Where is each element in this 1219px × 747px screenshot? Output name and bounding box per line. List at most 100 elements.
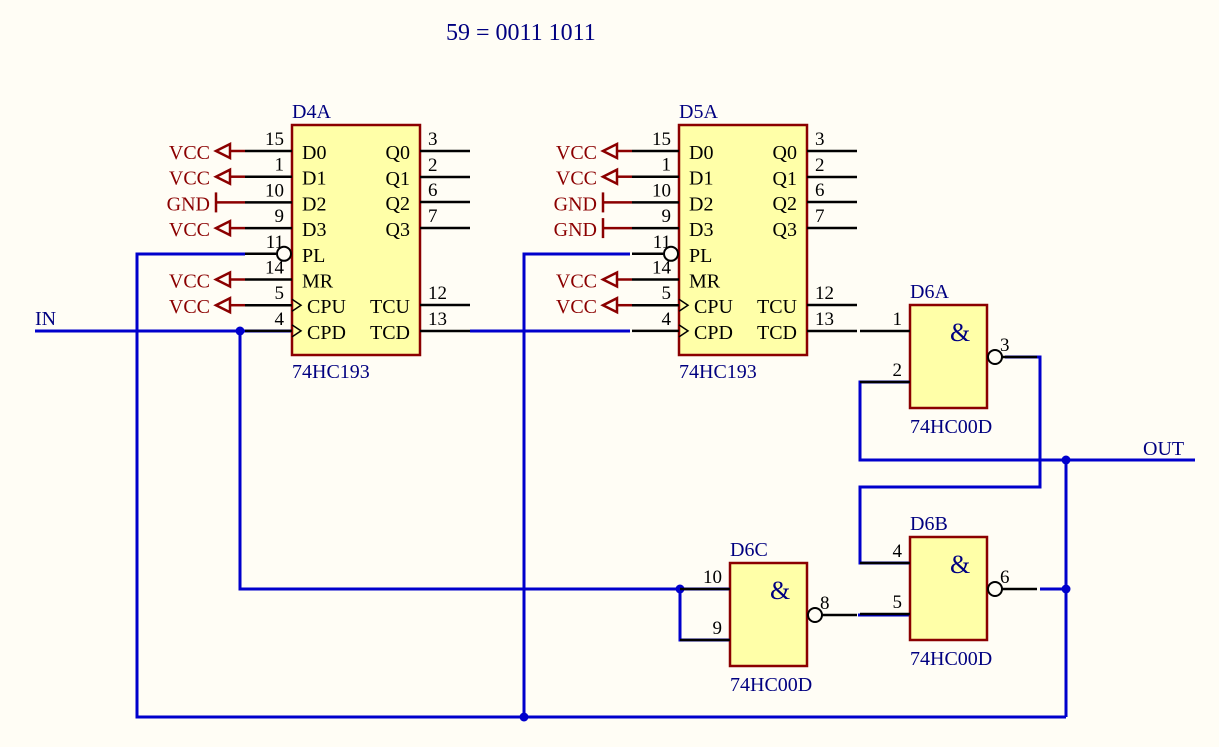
counter-part: 74HC193 xyxy=(292,361,370,383)
pin-number: 6 xyxy=(815,180,825,201)
vcc-arrow-icon xyxy=(600,270,619,289)
pin-number: 15 xyxy=(652,129,671,150)
counter-d4a: D4A74HC19315D0VCC1D1VCC10D2GND9D3VCC11PL… xyxy=(167,101,470,383)
pin-number: 8 xyxy=(820,593,830,614)
gate-body xyxy=(908,535,989,642)
pin-name: Q0 xyxy=(386,142,410,164)
pin-number: 2 xyxy=(428,155,438,176)
pin-name: TCD xyxy=(370,322,410,344)
gate-ref: D6C xyxy=(730,539,768,561)
pin-name: MR xyxy=(689,271,721,293)
gnd-label: GND xyxy=(554,219,597,241)
pin-name: CPD xyxy=(694,322,733,344)
pin-number: 6 xyxy=(428,180,438,201)
junction-dot xyxy=(1061,455,1071,465)
pin-name: TCU xyxy=(757,296,798,318)
counter-ref: D4A xyxy=(292,101,331,123)
clock-triangle-icon xyxy=(678,324,690,338)
pin-number: 4 xyxy=(893,541,903,562)
pin-name: D1 xyxy=(302,168,326,190)
gate-body xyxy=(728,561,809,668)
pin-name: TCU xyxy=(370,296,411,318)
junction-dot xyxy=(1061,584,1071,594)
pin-number: 9 xyxy=(713,618,723,639)
pin-number: 11 xyxy=(653,232,671,253)
vcc-arrow-icon xyxy=(213,270,232,289)
vcc-label: VCC xyxy=(556,296,597,318)
pin-name: D0 xyxy=(302,142,326,164)
gate-part: 74HC00D xyxy=(910,416,992,438)
vcc-arrow-icon xyxy=(600,141,619,161)
gate-ref: D6B xyxy=(910,513,948,535)
nand-symbol: & xyxy=(770,576,790,605)
vcc-label: VCC xyxy=(556,271,597,293)
junction-dot xyxy=(519,712,529,722)
wire-in-to-d6c xyxy=(238,331,730,591)
pin-number: 9 xyxy=(662,206,672,227)
vcc-label: VCC xyxy=(169,271,210,293)
pin-name: Q1 xyxy=(773,168,797,190)
pin-number: 14 xyxy=(652,258,672,279)
junction-dot xyxy=(235,326,245,336)
pin-number: 2 xyxy=(893,360,903,381)
pin-number: 3 xyxy=(1000,335,1010,356)
pin-number: 7 xyxy=(428,206,438,227)
vcc-arrow-icon xyxy=(213,167,232,186)
clock-triangle-icon xyxy=(291,298,303,312)
pin-name: Q1 xyxy=(386,168,410,190)
pin-number: 3 xyxy=(815,129,825,150)
gnd-label: GND xyxy=(554,193,597,215)
pin-name: Q0 xyxy=(773,142,797,164)
pin-number: 5 xyxy=(893,592,903,613)
pin-number: 4 xyxy=(275,309,285,330)
counter-body xyxy=(290,123,422,357)
vcc-label: VCC xyxy=(169,296,210,318)
pin-name: D1 xyxy=(689,168,713,190)
vcc-arrow-icon xyxy=(600,296,619,315)
pin-number: 6 xyxy=(1000,567,1010,588)
vcc-label: VCC xyxy=(556,142,597,164)
counter-body xyxy=(677,123,809,357)
vcc-arrow-icon xyxy=(213,141,232,161)
gate-d6b: D6B 74HC00D & 4 5 6 xyxy=(860,513,1037,670)
pin-name: D2 xyxy=(689,193,713,215)
pin-number: 10 xyxy=(265,180,284,201)
wire-d4a-pl xyxy=(135,252,1066,719)
pin-name: CPU xyxy=(694,296,733,318)
vcc-label: VCC xyxy=(169,219,210,241)
gate-part: 74HC00D xyxy=(910,648,992,670)
pin-number: 5 xyxy=(275,283,285,304)
pin-number: 3 xyxy=(428,129,438,150)
pin-name: PL xyxy=(689,245,712,267)
pin-name: D3 xyxy=(689,219,713,241)
pin-number: 9 xyxy=(275,206,285,227)
pin-name: Q3 xyxy=(386,219,410,241)
pin-name: MR xyxy=(302,271,334,293)
pin-number: 14 xyxy=(265,258,285,279)
pin-name: TCD xyxy=(757,322,797,344)
gnd-label: GND xyxy=(167,193,210,215)
vcc-label: VCC xyxy=(169,168,210,190)
pin-name: Q2 xyxy=(773,193,797,215)
inversion-bubble xyxy=(276,245,292,262)
pin-number: 1 xyxy=(893,309,903,330)
net-label-in: IN xyxy=(35,308,56,330)
clock-triangle-icon xyxy=(678,298,690,312)
pin-number: 10 xyxy=(652,180,671,201)
pin-number: 4 xyxy=(662,309,672,330)
pin-name: CPD xyxy=(307,322,346,344)
pin-number: 13 xyxy=(428,309,447,330)
counter-part: 74HC193 xyxy=(679,361,757,383)
vcc-arrow-icon xyxy=(213,296,232,315)
counter-ref: D5A xyxy=(679,101,718,123)
wire-d5a-pl xyxy=(522,252,630,717)
vcc-label: VCC xyxy=(169,142,210,164)
nand-symbol: & xyxy=(950,550,970,579)
wire-d6c-in-tie xyxy=(678,589,730,642)
gate-ref: D6A xyxy=(910,281,949,303)
vcc-label: VCC xyxy=(556,168,597,190)
wires xyxy=(35,252,1195,722)
pin-number: 11 xyxy=(266,232,284,253)
